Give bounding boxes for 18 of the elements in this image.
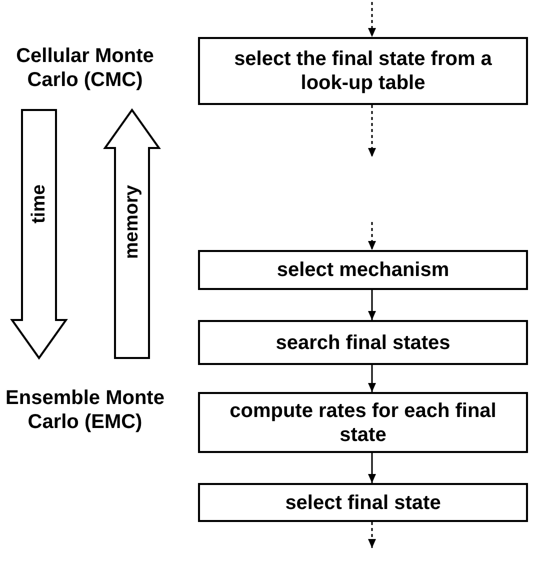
heading-text: Ensemble Monte Carlo (EMC) — [0, 364, 170, 456]
edge-label: time — [28, 184, 50, 224]
dotted-arrow — [368, 222, 376, 250]
block-arrow — [103, 108, 161, 359]
dotted-arrow — [368, 522, 376, 548]
arrow — [368, 365, 376, 392]
process-box: search final states — [198, 320, 528, 365]
process-box: select mechanism — [198, 250, 528, 290]
dotted-arrow — [368, 2, 376, 37]
arrow — [368, 453, 376, 483]
process-box: select the final state from a look-up table — [198, 37, 528, 105]
heading-text: Cellular Monte Carlo (CMC) — [10, 32, 160, 104]
dotted-arrow — [368, 105, 376, 157]
edge-label: memory — [122, 185, 142, 259]
process-box: select final state — [198, 483, 528, 522]
arrow — [368, 290, 376, 320]
process-box: compute rates for each final state — [198, 392, 528, 453]
block-arrow — [10, 109, 68, 360]
